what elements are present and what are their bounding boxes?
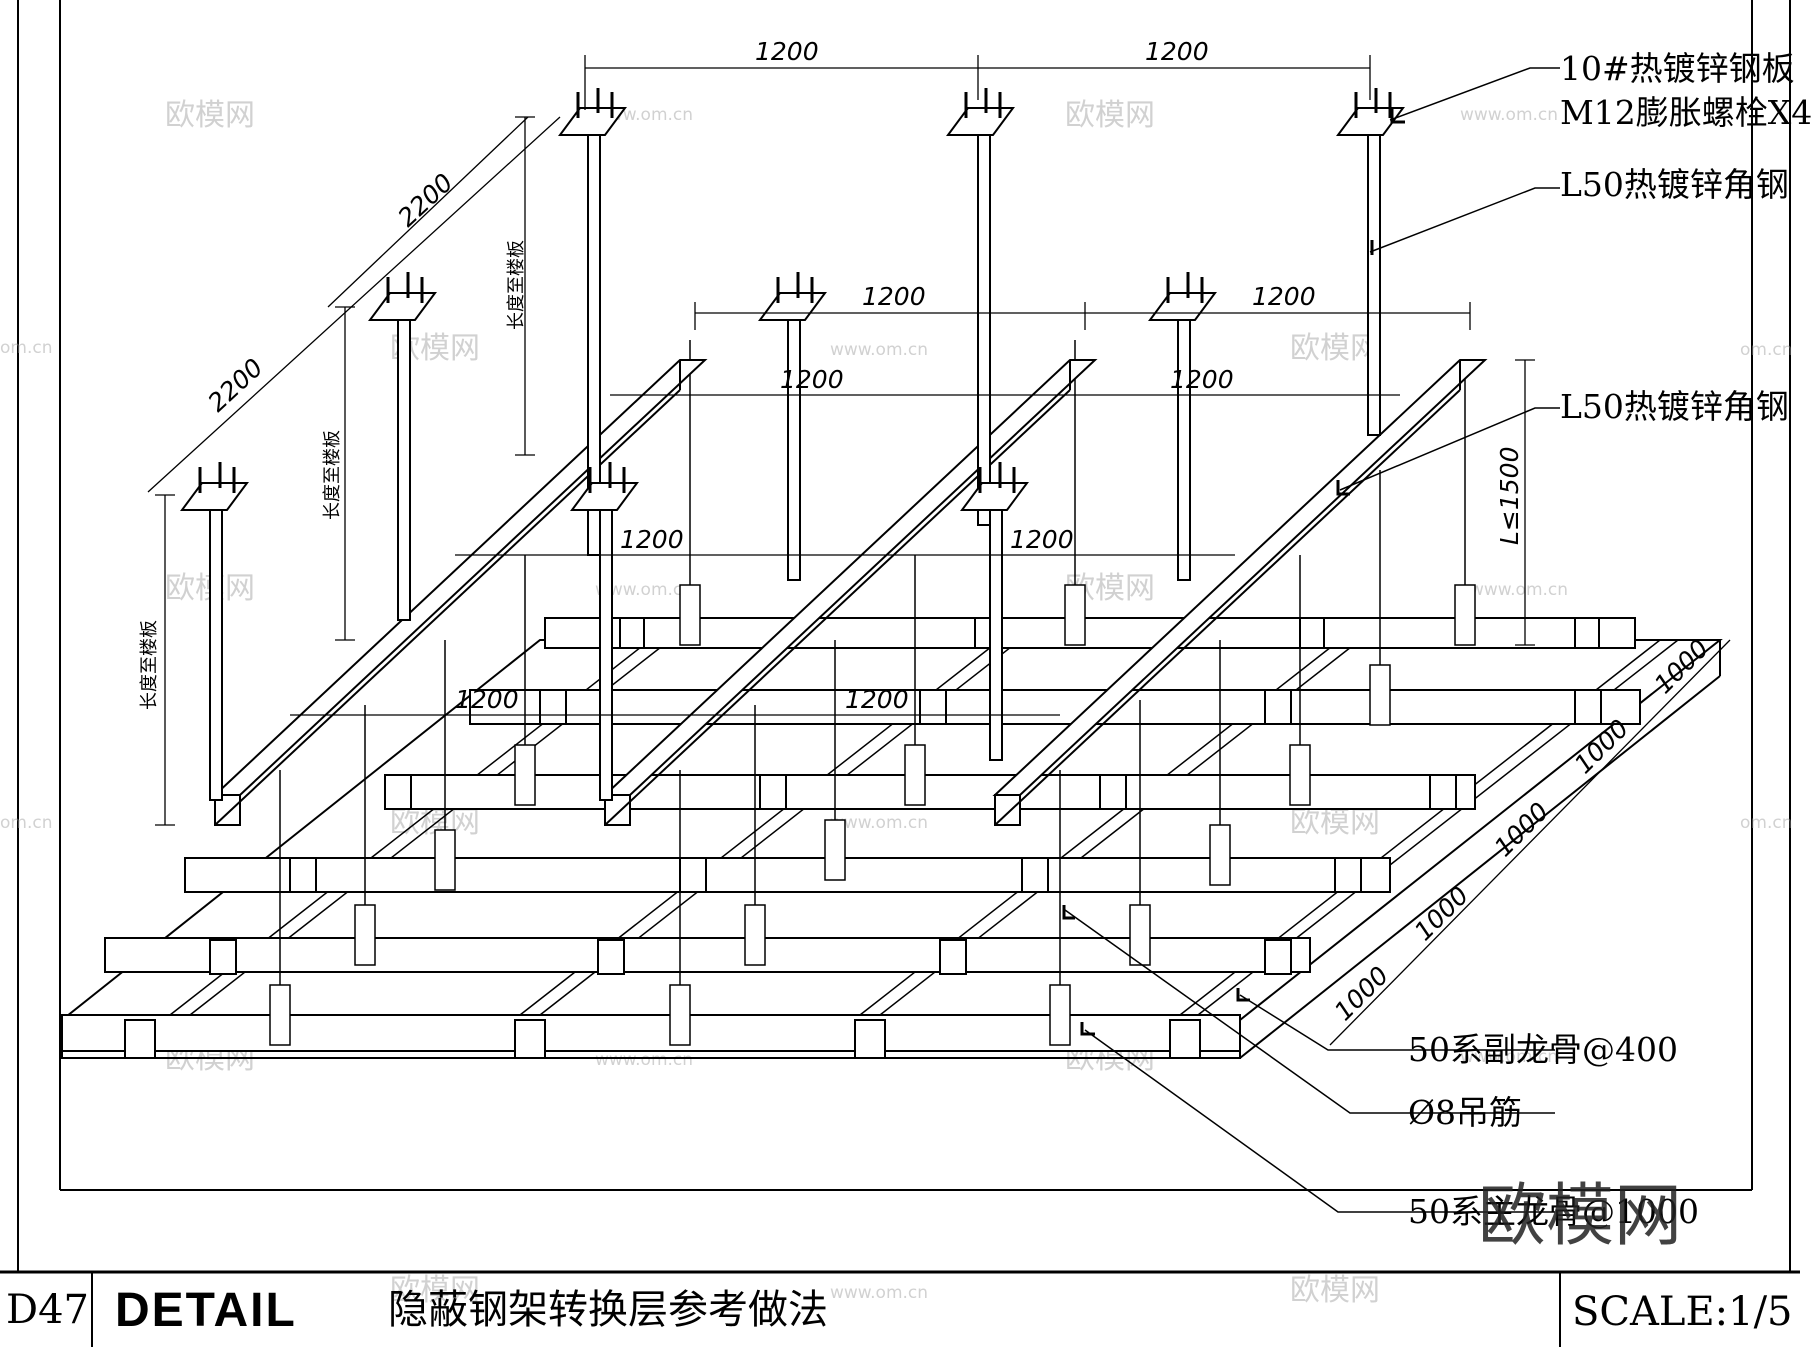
dim-top-1: 1200: [755, 37, 819, 66]
dim-keel-4: 1000: [1409, 881, 1474, 946]
dim-row2-top-2: 1200: [1252, 282, 1316, 311]
suspension-posts: [209, 134, 1381, 801]
dim-row4-1: 1200: [455, 685, 519, 714]
watermark-url: www.om.cn: [1460, 1047, 1558, 1067]
callout-angle-steel-upper: L50热镀锌角钢: [1560, 165, 1789, 204]
detail-code: D47: [6, 1287, 89, 1333]
keel-connectors: [124, 617, 1602, 1059]
dim-row2-mid-1: 1200: [780, 365, 844, 394]
dim-limit: L≤1500: [1495, 447, 1524, 546]
callout-angle-steel-lower: L50热镀锌角钢: [1560, 387, 1789, 426]
watermark-url: www.om.cn: [1470, 580, 1568, 600]
vertical-note-3: 长度至楼板: [139, 620, 160, 710]
watermark-url: om.cn: [0, 813, 53, 833]
vertical-note-2: 长度至楼板: [322, 430, 343, 520]
dim-keel-3: 1000: [1489, 797, 1554, 862]
expansion-bolts: [198, 88, 1392, 493]
watermark-url: www.om.cn: [595, 1050, 693, 1070]
watermark-url: www.om.cn: [595, 580, 693, 600]
dim-row4-2: 1200: [845, 685, 909, 714]
angle-beams: [212, 359, 1488, 826]
callout-steel-plate: 10#热镀锌钢板: [1560, 49, 1795, 88]
detail-scale: SCALE:1/5: [1572, 1289, 1793, 1335]
dim-diag-2: 2200: [202, 353, 268, 418]
dim-row3-1: 1200: [620, 525, 684, 554]
watermark: 欧模网: [390, 1273, 480, 1308]
watermark-url: om.cn: [0, 338, 53, 358]
leader-arrows: [1062, 108, 1405, 1036]
callout-main-keel: 50系主龙骨@1000: [1408, 1192, 1699, 1231]
watermark: 欧模网: [1290, 331, 1380, 366]
watermark: 欧模网: [1065, 98, 1155, 133]
brand-watermark: 欧模网: [1478, 1177, 1683, 1256]
dim-keel-5: 1000: [1329, 961, 1394, 1026]
dimension-lines: [147, 55, 1731, 1046]
detail-label: DETAIL: [115, 1284, 297, 1337]
dim-row2-mid-2: 1200: [1170, 365, 1234, 394]
callout-hanger-rod: Ø8吊筋: [1408, 1093, 1523, 1132]
watermarks: 欧模网 www.om.cn 欧模网 www.om.cn om.cn 欧模网 ww…: [0, 98, 1793, 1308]
watermark-url: om.cn: [1740, 813, 1793, 833]
dim-row3-2: 1200: [1010, 525, 1074, 554]
vertical-note-1: 长度至楼板: [506, 240, 527, 330]
watermark: 欧模网: [1290, 1273, 1380, 1308]
leader-lines: [1064, 67, 1560, 1213]
callout-sub-keel: 50系副龙骨@400: [1408, 1030, 1678, 1069]
watermark-url: om.cn: [1740, 340, 1793, 360]
main-keels: [61, 617, 1641, 1052]
detail-title: 隐蔽钢架转换层参考做法: [388, 1287, 828, 1333]
watermark: 欧模网: [1290, 805, 1380, 840]
hanger-rods: [269, 340, 1476, 1046]
dim-diag-1: 2200: [392, 168, 458, 233]
callout-expansion-bolt: M12膨胀螺栓X4: [1560, 93, 1812, 132]
dim-row2-top-1: 1200: [862, 282, 926, 311]
watermark-url: www.om.cn: [1460, 105, 1558, 125]
watermark-url: www.om.cn: [830, 813, 928, 833]
watermark-url: www.om.cn: [830, 1283, 928, 1303]
watermark-url: www.om.cn: [830, 340, 928, 360]
dim-top-2: 1200: [1145, 37, 1209, 66]
watermark: 欧模网: [165, 98, 255, 133]
